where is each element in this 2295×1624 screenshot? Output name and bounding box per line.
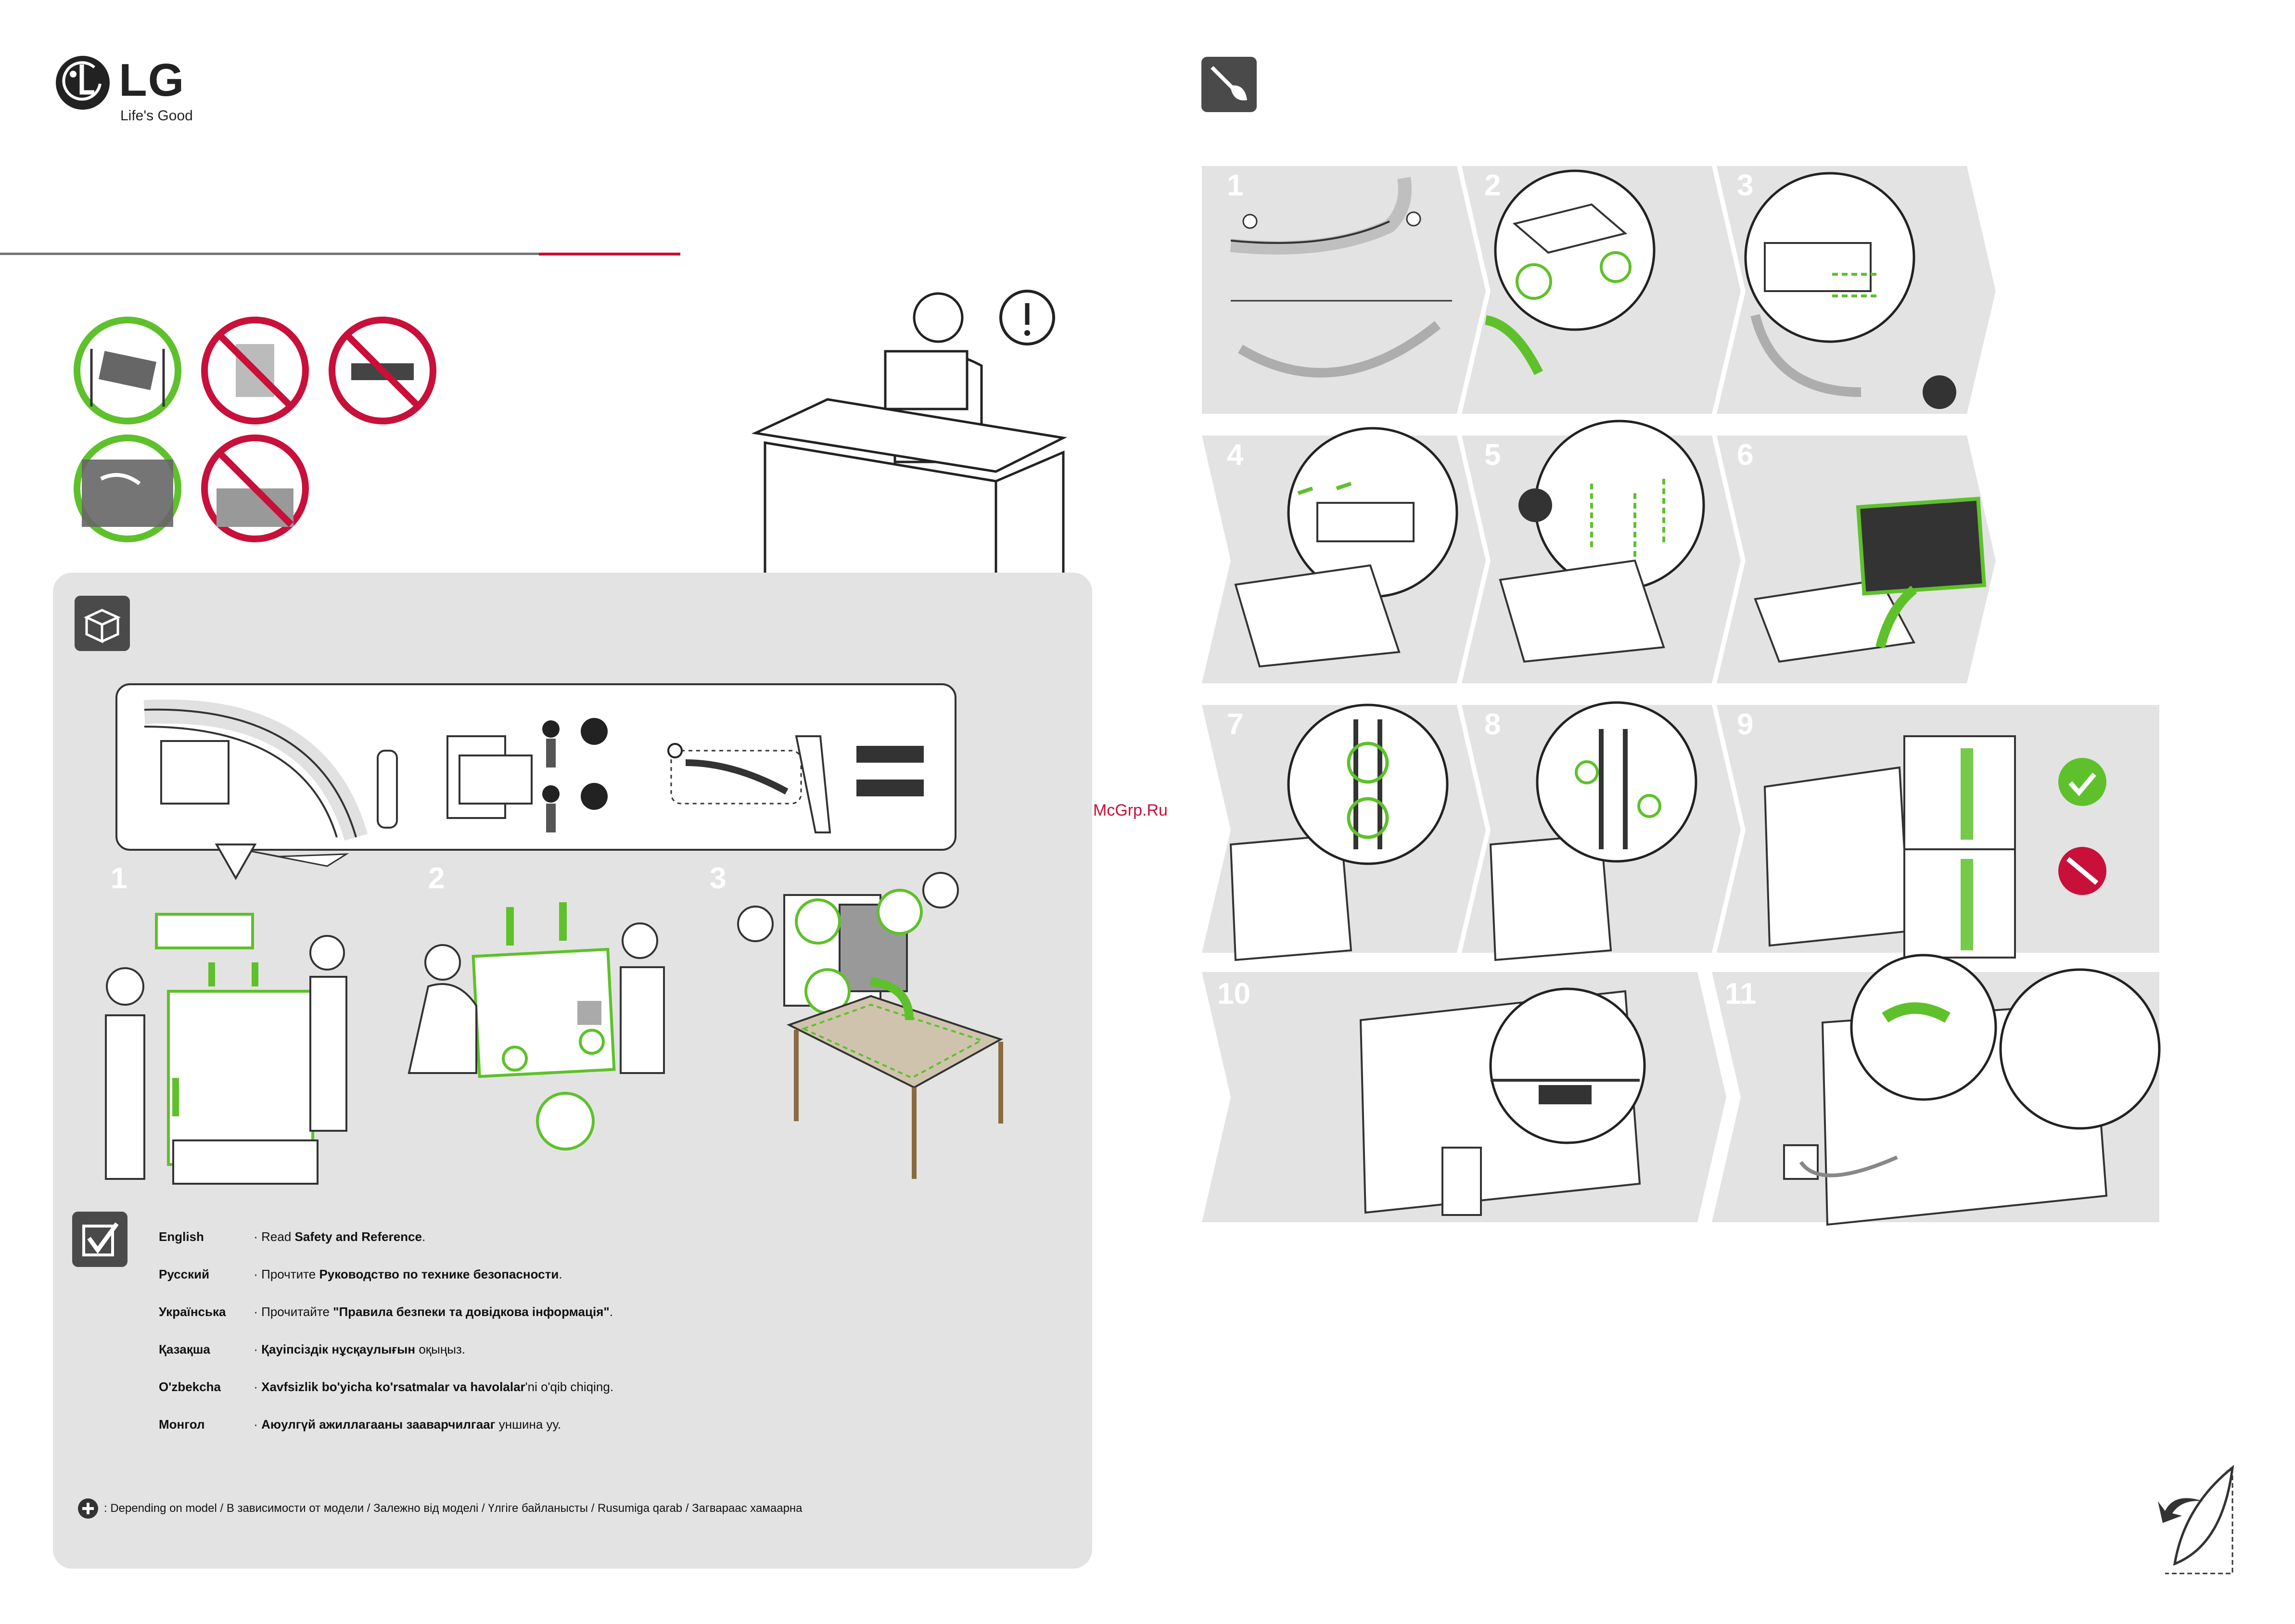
lg-logo: LG Life's Good bbox=[54, 54, 208, 126]
language-row: Монгол · Аюулгүй ажиллагааны зааварчилга… bbox=[159, 1417, 561, 1432]
assembly-step-10: 10 bbox=[1217, 977, 1250, 1010]
assembly-step-7: 7 bbox=[1227, 708, 1244, 741]
handling-icons bbox=[74, 317, 436, 542]
step-panel-1 bbox=[1202, 166, 1486, 414]
parts-illustration bbox=[143, 699, 924, 867]
exclamation-icon bbox=[999, 290, 1055, 345]
assembly-step-5: 5 bbox=[1484, 438, 1501, 472]
model-note: : Depending on model / В зависимости от … bbox=[77, 1497, 803, 1520]
unbox-step-1: 1 bbox=[111, 862, 128, 895]
lg-face-icon bbox=[56, 56, 110, 110]
language-row: Українська · Прочитайте "Правила безпеки… bbox=[159, 1304, 613, 1319]
header-rule-accent bbox=[539, 253, 680, 256]
header-rule bbox=[0, 253, 539, 255]
no-hold-icon-1 bbox=[201, 317, 309, 424]
assembly-step-1: 1 bbox=[1227, 169, 1244, 202]
ok-touch-icon bbox=[74, 435, 181, 542]
unbox-step-3: 3 bbox=[710, 862, 727, 895]
safety-language-list: English · Read Safety and Reference. Рус… bbox=[159, 1229, 1025, 1455]
watermark: McGrp.Ru bbox=[1093, 801, 1168, 819]
language-row: O'zbekcha · Xavfsizlik bo'yicha ko'rsatm… bbox=[159, 1380, 614, 1394]
unbox-illustrations bbox=[105, 872, 1003, 1185]
assembly-step-4: 4 bbox=[1227, 438, 1244, 472]
no-hold-icon-2 bbox=[329, 317, 436, 424]
assembly-step-6: 6 bbox=[1737, 438, 1754, 472]
ok-hold-sides-icon bbox=[74, 317, 181, 424]
language-row: English · Read Safety and Reference. bbox=[159, 1229, 426, 1244]
assembly-step-8: 8 bbox=[1484, 708, 1501, 741]
assembly-step-9: 9 bbox=[1737, 708, 1754, 741]
brand-tagline: Life's Good bbox=[120, 108, 193, 124]
brand-name: LG bbox=[119, 54, 185, 106]
assembly-step-11: 11 bbox=[1725, 977, 1757, 1010]
assembly-step-3: 3 bbox=[1737, 169, 1754, 202]
language-row: Русский · Прочтите Руководство по техник… bbox=[159, 1267, 562, 1281]
checkbox-icon bbox=[72, 1212, 128, 1267]
no-touch-icon bbox=[201, 435, 309, 542]
language-row: Қазақша · Қауіпсіздік нұсқаулығын оқыңыз… bbox=[159, 1342, 466, 1356]
unbox-step-2: 2 bbox=[428, 862, 445, 895]
box-icon bbox=[75, 596, 130, 651]
page-turn-icon bbox=[2158, 1465, 2234, 1574]
screwdriver-hand-icon bbox=[1201, 57, 1257, 112]
parts-callout-pointer bbox=[215, 844, 257, 881]
assembly-step-panels bbox=[1202, 166, 2161, 1226]
assembly-step-2: 2 bbox=[1484, 169, 1501, 202]
plus-circle-icon bbox=[78, 1498, 98, 1519]
